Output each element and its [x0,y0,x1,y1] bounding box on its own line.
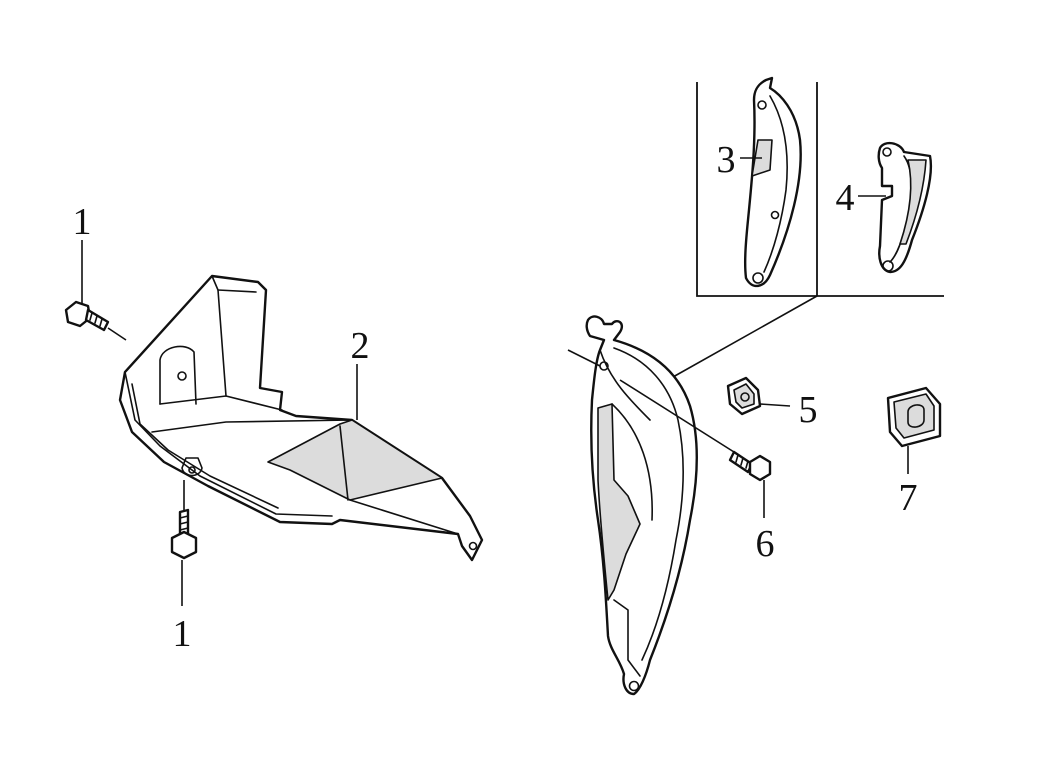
part-7-square-clip [886,386,942,474]
callout-7: 7 [899,477,918,519]
leader-lines [81,157,886,606]
callout-1-lower: 1 [173,613,192,655]
inset-frame [672,82,944,378]
callout-4: 4 [836,177,855,219]
callout-1-upper: 1 [73,201,92,243]
part-2-cover-panel [118,274,484,562]
part-3-bracket [743,76,802,288]
callout-5: 5 [799,389,818,431]
callout-2: 2 [351,325,370,367]
part-4-bracket [877,141,933,274]
callout-labels: 1 1 2 3 4 5 6 7 [73,139,918,655]
callout-3: 3 [717,139,736,181]
part-1-bolt-upper [64,300,127,341]
part-5-clip-nut [726,376,791,416]
part-1-bolt-lower [170,480,198,560]
callout-6: 6 [756,523,775,565]
part-6-screw [619,379,772,518]
side-panel-assembly [567,315,698,696]
